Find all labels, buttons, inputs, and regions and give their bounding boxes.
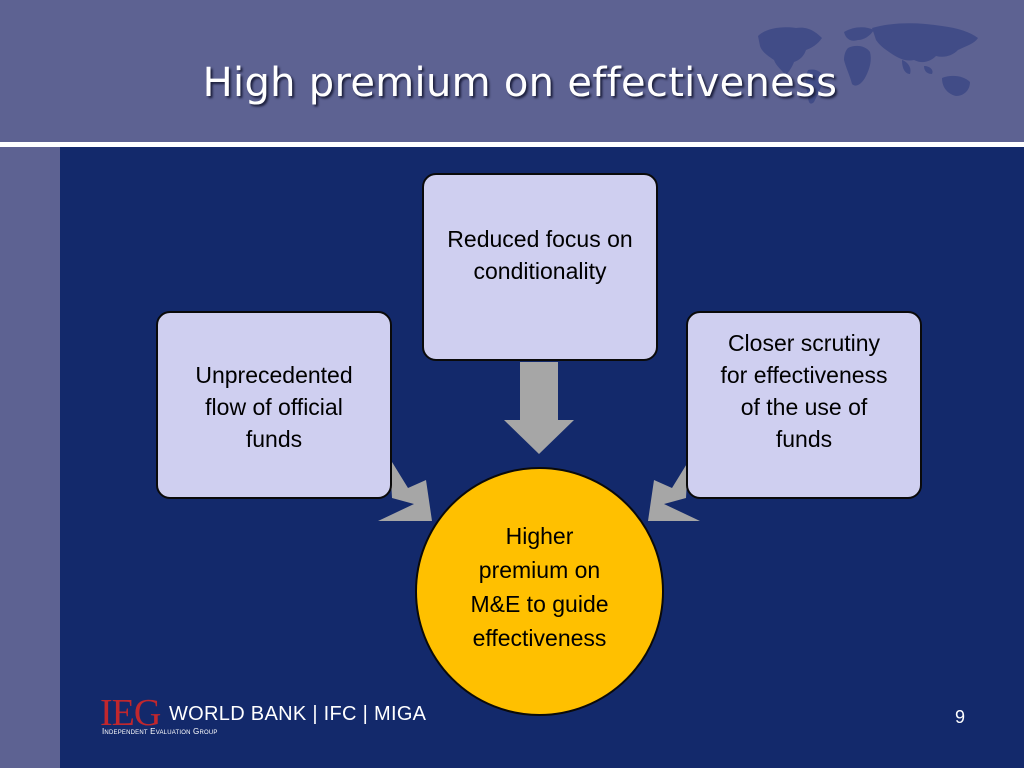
header-divider xyxy=(0,142,1024,147)
official-funds-box: Unprecedented flow of official funds xyxy=(156,311,392,499)
higher-premium-text: Higher premium on M&E to guide effective… xyxy=(470,522,609,651)
logo-subtitle: Independent Evaluation Group xyxy=(102,727,218,736)
logo-organizations: WORLD BANK | IFC | MIGA xyxy=(169,703,427,725)
closer-scrutiny-text: Closer scrutiny for effectiveness of the… xyxy=(720,330,888,452)
ieg-logo: IEG WORLD BANK | IFC | MIGA Independent … xyxy=(100,694,460,742)
logo-acronym: IEG xyxy=(100,692,161,734)
page-number: 9 xyxy=(954,707,965,727)
higher-premium-circle: Higher premium on M&E to guide effective… xyxy=(415,467,664,716)
reduced-conditionality-text: Reduced focus on conditionality xyxy=(447,226,633,284)
official-funds-text: Unprecedented flow of official funds xyxy=(195,362,353,452)
slide-title: High premium on effectiveness xyxy=(202,60,838,106)
closer-scrutiny-box: Closer scrutiny for effectiveness of the… xyxy=(686,311,922,499)
world-map-icon xyxy=(758,23,978,104)
reduced-conditionality-box: Reduced focus on conditionality xyxy=(422,173,658,361)
left-band xyxy=(0,147,60,768)
